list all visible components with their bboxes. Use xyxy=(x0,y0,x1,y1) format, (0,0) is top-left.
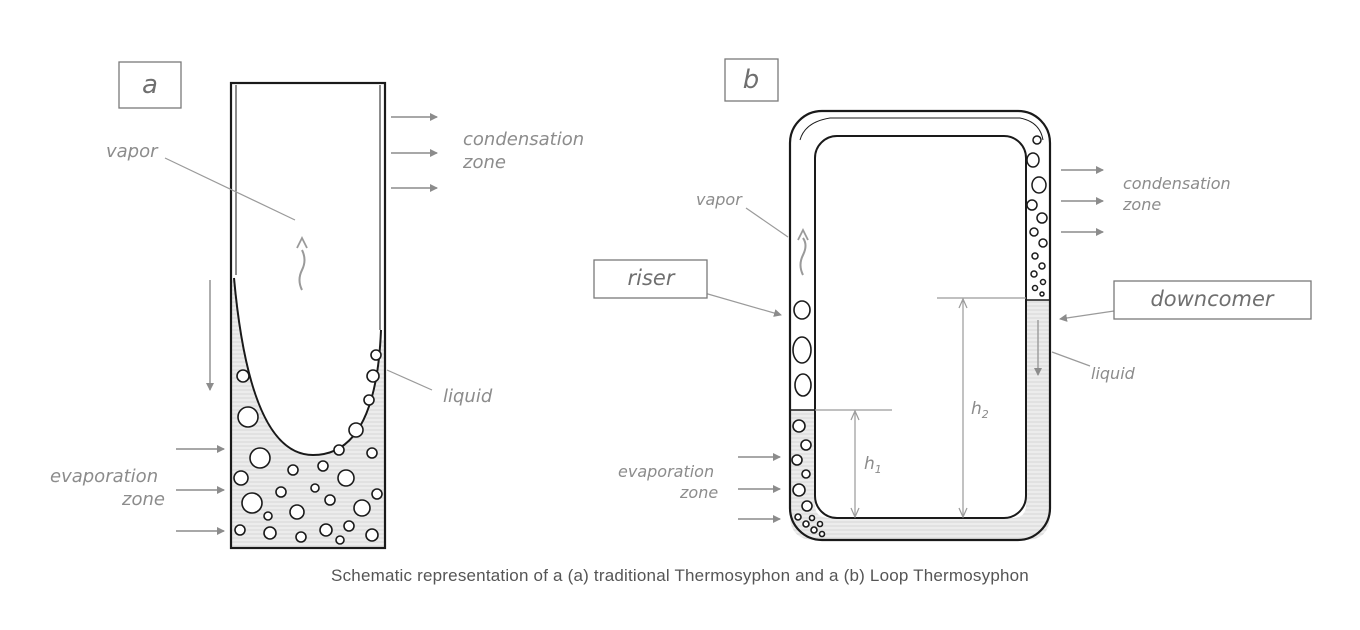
panel-b-h2-arrow-top xyxy=(958,297,968,309)
panel-b-h2-label: h2 xyxy=(971,399,989,421)
panel-b-condensation-zone-label: zone xyxy=(1122,195,1161,214)
panel-b-downcomer-leader xyxy=(1059,310,1115,322)
panel-b-condensation-label: condensation xyxy=(1123,174,1231,193)
figure-caption: Schematic representation of a (a) tradit… xyxy=(331,566,1029,585)
panel-b-condensation-arrows xyxy=(1061,166,1104,236)
panel-b-evaporation-label: evaporation xyxy=(618,462,714,481)
panel-b-label-box xyxy=(724,58,779,102)
panel-b-riser-box xyxy=(593,259,708,299)
panel-b-downcomer-label: downcomer xyxy=(1150,287,1274,311)
panel-a-vapor-arrow xyxy=(296,235,308,249)
panel-b-vapor-label: vapor xyxy=(696,190,743,209)
panel-a-evaporation-label: evaporation xyxy=(50,466,158,487)
panel-a-liquid-label: liquid xyxy=(443,386,493,407)
panel-b-h2-arrow-bottom xyxy=(958,507,968,519)
panel-b-liquid-label: liquid xyxy=(1091,364,1136,383)
panel-b-loop-inner xyxy=(814,135,1027,519)
panel-b: b xyxy=(593,58,1312,542)
panel-a-evaporation-zone-label: zone xyxy=(121,489,165,510)
panel-a-vapor-wave xyxy=(298,249,306,291)
panel-b-top-wall xyxy=(799,117,1044,141)
panel-b-riser-leader xyxy=(693,289,782,317)
panel-a-vapor-label: vapor xyxy=(106,141,159,162)
panel-a-evaporation-arrows xyxy=(176,445,225,535)
panel-b-h1-label: h1 xyxy=(864,454,882,476)
panel-a-liquid-leader xyxy=(386,369,433,391)
panel-b-evaporation-arrows xyxy=(738,453,781,523)
panel-b-liquid xyxy=(790,300,1050,540)
panel-a-vapor-leader xyxy=(164,157,296,221)
panel-b-vapor-wave xyxy=(799,237,807,276)
panel-b-h1-arrow-bottom xyxy=(850,507,860,519)
panel-a: a xyxy=(50,61,584,550)
panel-a-condensation-zone-label: zone xyxy=(462,152,506,173)
panel-b-vapor-leader xyxy=(745,207,789,238)
panel-a-label-box xyxy=(118,61,182,109)
panel-a-label: a xyxy=(142,70,158,100)
panel-b-liquid-leader xyxy=(1051,351,1091,367)
panel-b-vapor-arrow xyxy=(797,227,809,241)
panel-b-evaporation-zone-label: zone xyxy=(679,483,718,502)
panel-b-downcomer-box xyxy=(1113,280,1312,320)
panel-b-riser-label: riser xyxy=(628,266,676,290)
panel-b-downcomer-bubbles xyxy=(1026,135,1048,297)
panel-b-riser-bubbles xyxy=(791,300,826,538)
panel-b-loop-outer xyxy=(788,109,1052,542)
panel-a-bubbles xyxy=(233,349,383,545)
panel-b-label: b xyxy=(743,65,760,95)
panel-a-condensation-label: condensation xyxy=(463,129,584,150)
panel-a-tube xyxy=(229,81,387,550)
panel-a-condensation-arrows xyxy=(391,113,438,192)
panel-b-h1-arrow-top xyxy=(850,409,860,421)
